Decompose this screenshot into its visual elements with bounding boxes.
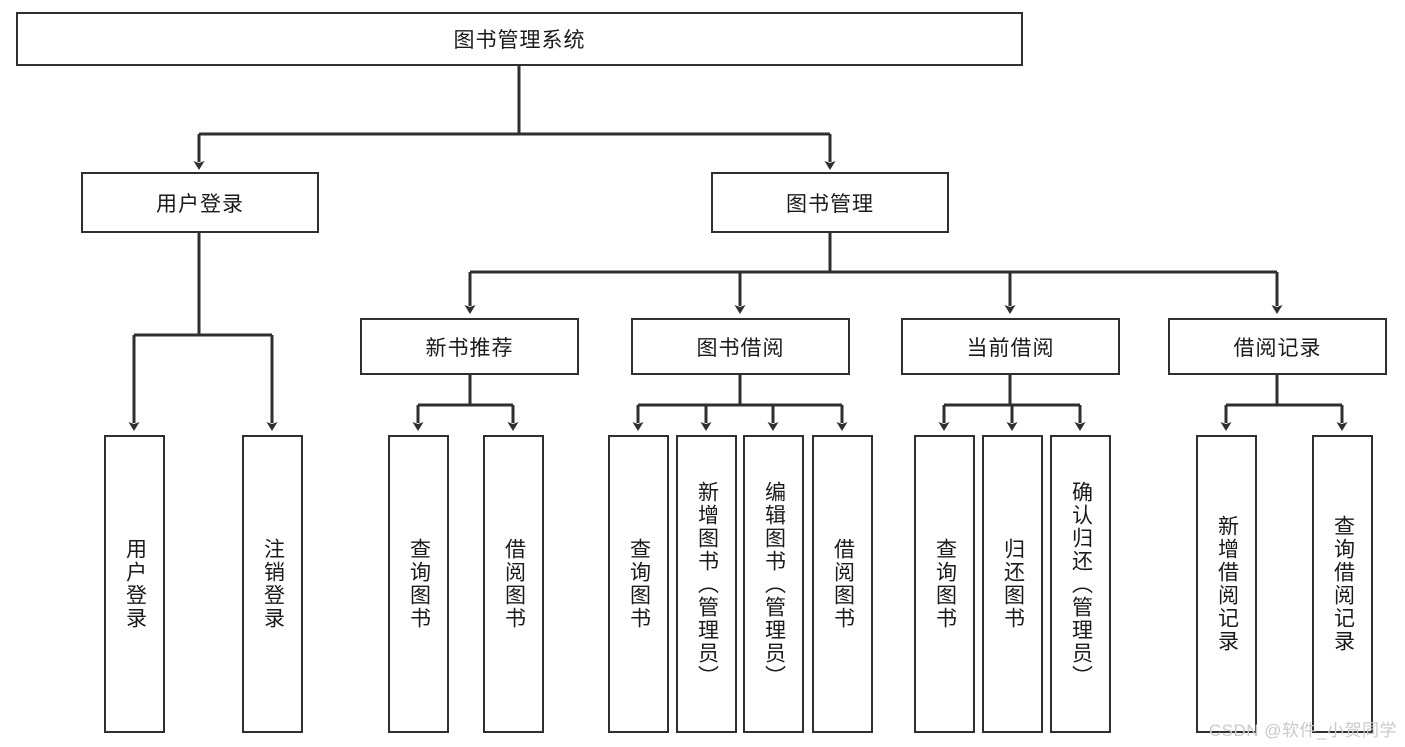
node-label: 借阅图书 [502, 538, 526, 630]
node-label: 查询图书 [627, 538, 651, 630]
node-leaf-borrow-book-1[interactable]: 借阅图书 [483, 435, 544, 733]
node-label: 确认归还（管理员） [1069, 480, 1093, 688]
node-label: 归还图书 [1001, 538, 1025, 630]
node-label: 新增借阅记录 [1215, 515, 1239, 653]
node-label: 新增图书（管理员） [695, 480, 719, 688]
node-label: 图书借阅 [696, 336, 785, 360]
node-label: 用户登录 [123, 538, 147, 630]
node-label: 编辑图书（管理员） [762, 480, 786, 688]
node-new-book-recommend[interactable]: 新书推荐 [360, 318, 579, 375]
node-leaf-query-book-3[interactable]: 查询图书 [914, 435, 975, 733]
node-label: 用户登录 [156, 192, 244, 216]
node-leaf-add-record[interactable]: 新增借阅记录 [1196, 435, 1257, 733]
node-label: 图书管理 [786, 192, 874, 216]
node-book-manage[interactable]: 图书管理 [711, 172, 949, 233]
node-label: 新书推荐 [425, 336, 514, 360]
node-label: 查询图书 [933, 538, 957, 630]
node-leaf-add-book[interactable]: 新增图书（管理员） [676, 435, 737, 733]
node-leaf-return-book[interactable]: 归还图书 [982, 435, 1043, 733]
node-leaf-logout-login[interactable]: 注销登录 [242, 435, 303, 733]
node-borrow-record[interactable]: 借阅记录 [1168, 318, 1387, 375]
node-label: 借阅图书 [831, 538, 855, 630]
node-user-login[interactable]: 用户登录 [81, 172, 319, 233]
node-current-borrow[interactable]: 当前借阅 [901, 318, 1120, 375]
node-leaf-borrow-book-2[interactable]: 借阅图书 [812, 435, 873, 733]
node-leaf-query-book-2[interactable]: 查询图书 [608, 435, 669, 733]
watermark-text: CSDN @软件_小贺同学 [1208, 721, 1397, 740]
node-leaf-query-book-1[interactable]: 查询图书 [388, 435, 449, 733]
node-leaf-confirm-return[interactable]: 确认归还（管理员） [1050, 435, 1111, 733]
node-label: 借阅记录 [1233, 336, 1322, 360]
node-label: 注销登录 [261, 538, 285, 630]
node-label: 查询图书 [407, 538, 431, 630]
node-label: 图书管理系统 [453, 29, 586, 52]
node-book-borrow[interactable]: 图书借阅 [631, 318, 850, 375]
node-leaf-edit-book[interactable]: 编辑图书（管理员） [743, 435, 804, 733]
node-label: 查询借阅记录 [1331, 515, 1355, 653]
node-leaf-user-login[interactable]: 用户登录 [104, 435, 165, 733]
node-label: 当前借阅 [966, 336, 1055, 360]
node-root-system[interactable]: 图书管理系统 [16, 12, 1023, 66]
node-leaf-query-record[interactable]: 查询借阅记录 [1312, 435, 1373, 733]
